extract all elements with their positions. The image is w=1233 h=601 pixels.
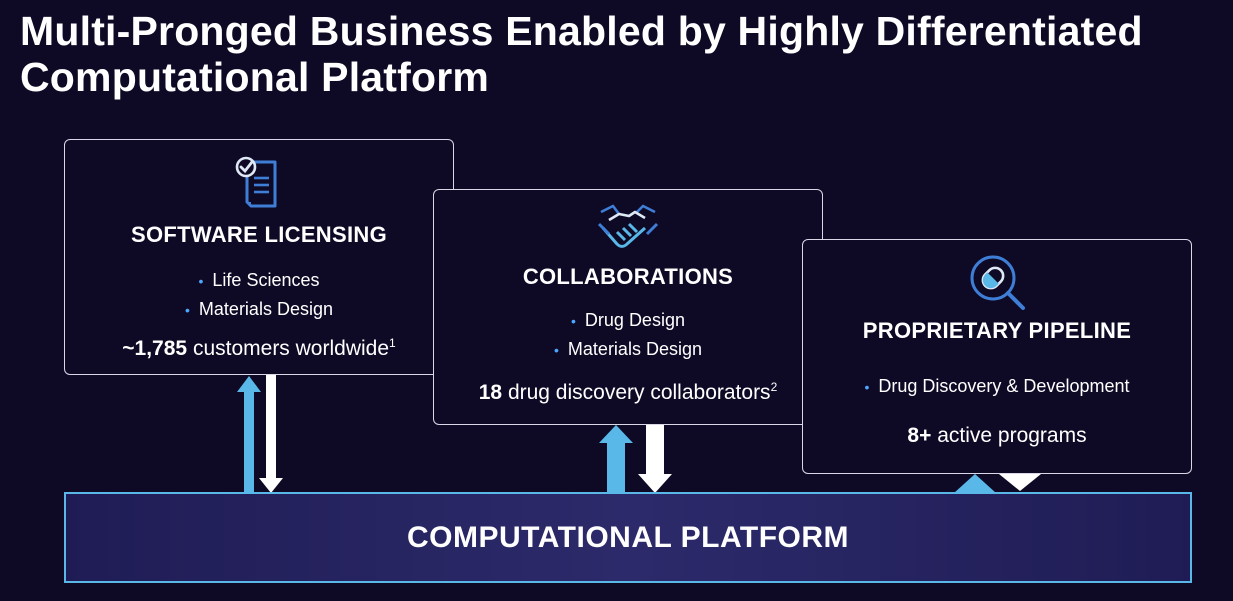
bullet-list: •Drug Discovery & Development: [803, 372, 1191, 401]
down-arrow: [999, 474, 1041, 491]
down-arrow: [259, 375, 283, 493]
list-item: •Materials Design: [554, 339, 702, 359]
software-licensing-card: SOFTWARE LICENSING •Life Sciences •Mater…: [64, 139, 454, 375]
up-arrow: [599, 425, 633, 493]
bullet-list: •Drug Design •Materials Design: [434, 306, 822, 364]
handshake-icon: [597, 204, 659, 248]
up-arrow: [237, 376, 261, 493]
up-arrow: [954, 474, 996, 493]
card-heading: COLLABORATIONS: [522, 264, 734, 289]
bullet-list: •Life Sciences •Materials Design: [65, 266, 453, 324]
card-heading: SOFTWARE LICENSING: [131, 222, 387, 247]
customer-count-stat: ~1,785 customers worldwide1: [122, 336, 396, 360]
computational-platform-bar: COMPUTATIONAL PLATFORM: [64, 492, 1192, 583]
platform-label: COMPUTATIONAL PLATFORM: [406, 520, 850, 554]
pill-magnifier-icon: [970, 255, 1025, 310]
list-item: •Life Sciences: [198, 270, 320, 290]
page-title: Multi-Pronged Business Enabled by Highly…: [20, 8, 1143, 100]
collaborations-card: COLLABORATIONS •Drug Design •Materials D…: [433, 189, 823, 425]
list-item: •Drug Discovery & Development: [864, 376, 1130, 396]
card-heading: PROPRIETARY PIPELINE: [862, 318, 1132, 343]
list-item: •Drug Design: [571, 310, 685, 330]
program-count-stat: 8+ active programs: [907, 424, 1087, 447]
proprietary-pipeline-card: PROPRIETARY PIPELINE •Drug Discovery & D…: [802, 239, 1192, 474]
list-item: •Materials Design: [185, 299, 333, 319]
checklist-document-icon: [235, 156, 277, 208]
down-arrow: [638, 425, 672, 493]
collaborator-count-stat: 18 drug discovery collaborators2: [478, 380, 778, 404]
